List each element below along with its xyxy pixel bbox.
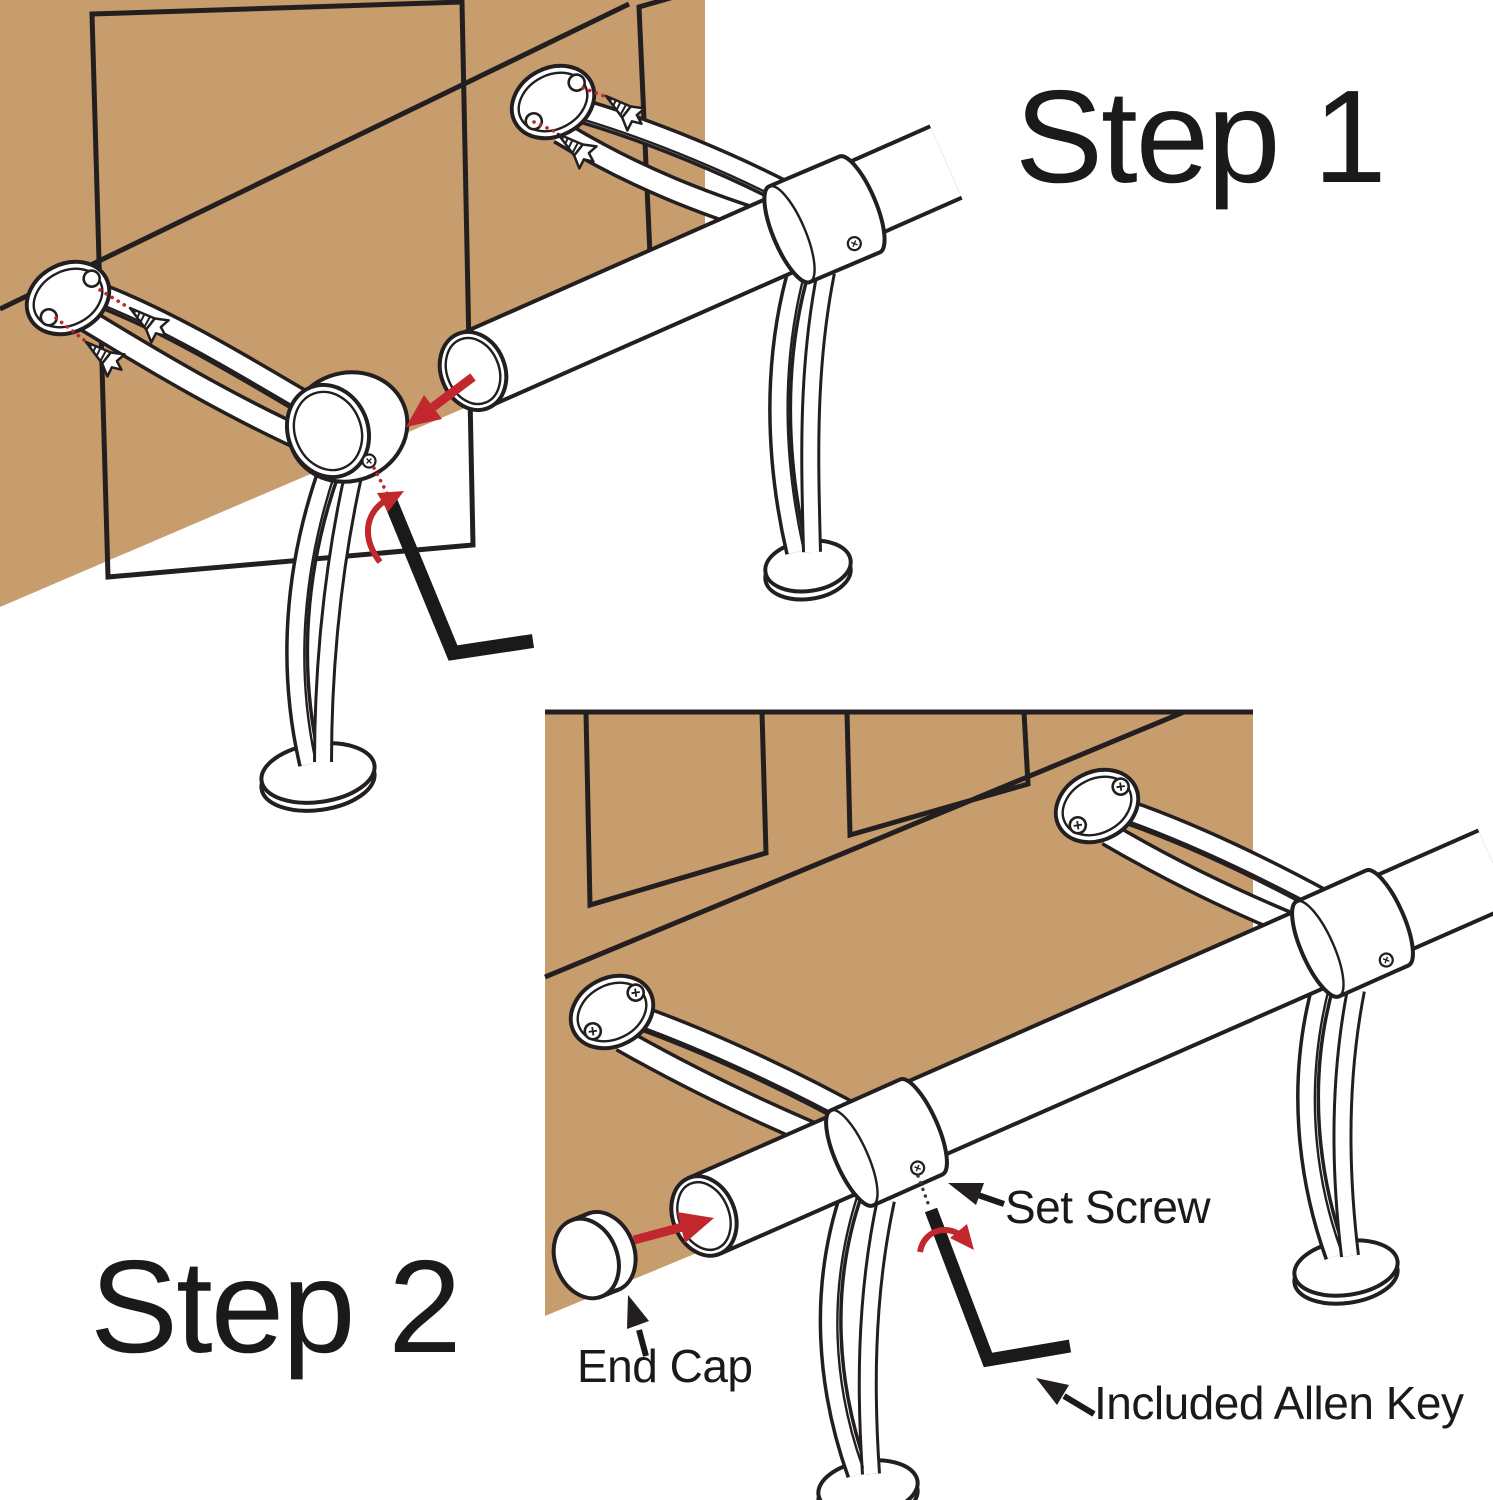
wood-panel: [0, 0, 705, 607]
mounting-flange: [509, 63, 597, 141]
allen-key-icon: [383, 497, 535, 661]
step1-scene: Step 1: [0, 0, 1387, 813]
allen-key-label: Included Allen Key: [1036, 1377, 1464, 1429]
step2-scene: Set Screw End Cap Included Allen Key Ste…: [90, 709, 1493, 1500]
rail-collar: [824, 1077, 949, 1208]
panel-trim-line: [0, 1, 631, 312]
bracket-foot: [1292, 1238, 1400, 1306]
rail-collar: [1290, 868, 1415, 999]
panel-trim-line: [544, 709, 1185, 980]
cabinet-panel-outline: [844, 711, 1031, 839]
set-screw-guide-dots: [372, 466, 391, 499]
svg-text:Set Screw: Set Screw: [1005, 1181, 1211, 1233]
cabinet-panel-outline: [89, 0, 476, 580]
rotation-arrow: [917, 1224, 974, 1253]
mounting-flange: [24, 259, 112, 337]
svg-text:End Cap: End Cap: [577, 1340, 753, 1392]
mounting-flange: [1053, 767, 1141, 845]
set-screw-label: Set Screw: [948, 1181, 1212, 1233]
set-screw-guide-dots: [916, 1174, 931, 1208]
insertion-arrow: [406, 373, 476, 427]
screw-guide-dots: [54, 316, 86, 342]
label-arrow: [1036, 1378, 1069, 1405]
step1-title: Step 1: [1015, 63, 1385, 210]
rotation-arrow: [364, 491, 404, 564]
wall-bracket-left: [24, 259, 410, 813]
cabinet-panel-outline: [583, 711, 769, 909]
label-arrow: [948, 1183, 984, 1205]
screw-guide-dots: [98, 288, 128, 308]
end-cap: [551, 1210, 638, 1301]
mounting-flange: [568, 973, 656, 1051]
screw-guide-dots: [532, 120, 558, 134]
label-arrow: [627, 1295, 649, 1329]
end-cap-label: End Cap: [577, 1295, 753, 1392]
allen-key-icon: [924, 1207, 1072, 1368]
step2-title: Step 2: [90, 1233, 460, 1380]
svg-text:Included Allen Key: Included Allen Key: [1094, 1377, 1464, 1429]
insertion-arrow: [632, 1212, 714, 1245]
rail-collar: [762, 154, 887, 285]
end-cup: [284, 370, 410, 484]
